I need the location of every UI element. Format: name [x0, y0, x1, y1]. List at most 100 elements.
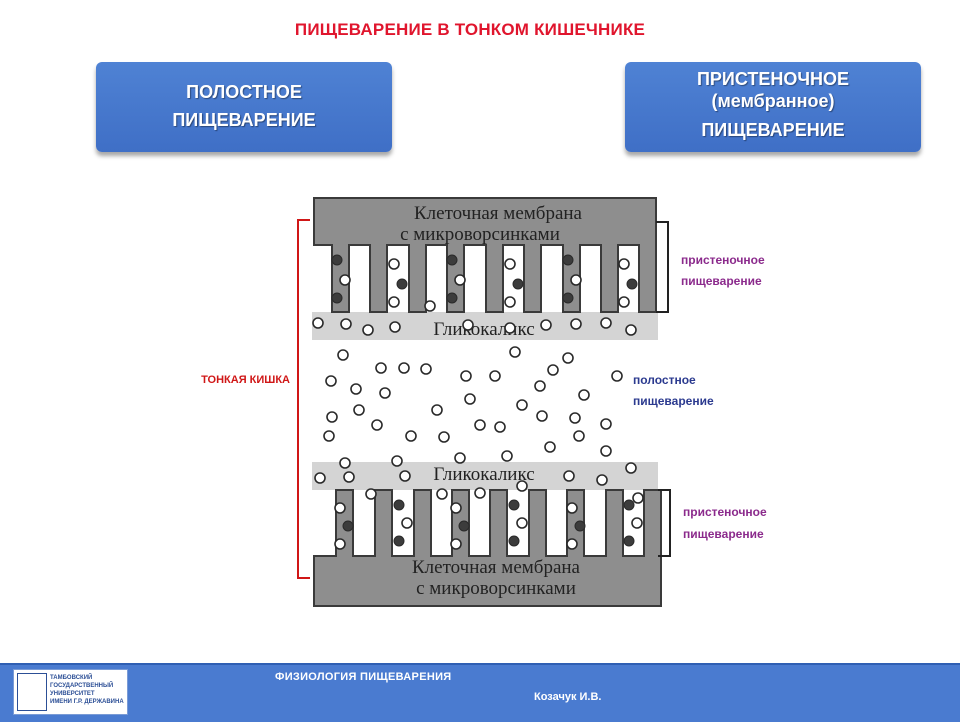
free-particle: [489, 370, 501, 382]
membrane-label-bottom-line1: Клеточная мембрана: [412, 557, 581, 578]
free-particle: [391, 455, 403, 467]
bound-particle: [626, 278, 638, 290]
slide-title: ПИЩЕВАРЕНИЕ В ТОНКОМ КИШЕЧНИКЕ: [294, 20, 646, 39]
free-particle: [570, 274, 582, 286]
parietal-box-line2: (мембранное): [711, 91, 835, 111]
parietal-bracket-bottom: [658, 489, 671, 557]
bound-particle: [508, 499, 520, 511]
free-particle: [326, 411, 338, 423]
free-particle: [343, 471, 355, 483]
free-particle: [424, 300, 436, 312]
free-particle: [420, 363, 432, 375]
free-particle: [534, 380, 546, 392]
parietal-label-bottom-line2: пищеварение: [683, 527, 764, 541]
nutrient-particles: [312, 254, 644, 550]
free-particle: [371, 419, 383, 431]
free-particle: [323, 430, 335, 442]
glycocalyx-label-bottom: Гликокаликс: [433, 464, 534, 485]
bound-particle: [393, 499, 405, 511]
free-particle: [334, 538, 346, 550]
glycocalyx-label-top: Гликокаликс: [433, 319, 534, 340]
free-particle: [631, 517, 643, 529]
bound-particle: [562, 292, 574, 304]
free-particle: [516, 480, 528, 492]
free-particle: [450, 538, 462, 550]
bound-particle: [446, 254, 458, 266]
free-particle: [450, 502, 462, 514]
free-particle: [474, 419, 486, 431]
bound-particle: [623, 499, 635, 511]
free-particle: [625, 462, 637, 474]
membrane-top: [313, 197, 657, 313]
free-particle: [618, 296, 630, 308]
free-particle: [438, 431, 450, 443]
free-particle: [464, 393, 476, 405]
bound-particle: [562, 254, 574, 266]
free-particle: [460, 370, 472, 382]
membrane-label-top-line1: Клеточная мембрана: [414, 203, 583, 224]
free-particle: [516, 399, 528, 411]
bound-particle: [508, 535, 520, 547]
free-particle: [600, 317, 612, 329]
free-particle: [365, 488, 377, 500]
bound-particle: [393, 535, 405, 547]
bound-particle: [342, 520, 354, 532]
free-particle: [566, 538, 578, 550]
free-particle: [562, 352, 574, 364]
membrane-bottom: [313, 489, 662, 607]
free-particle: [454, 452, 466, 464]
cavity-digestion-box: ПОЛОСТНОЕ ПИЩЕВАРЕНИЕ: [96, 62, 392, 152]
parietal-bracket-top: [656, 221, 669, 313]
free-particle: [401, 517, 413, 529]
free-particle: [474, 487, 486, 499]
bound-particle: [512, 278, 524, 290]
bound-particle: [458, 520, 470, 532]
free-particle: [600, 418, 612, 430]
bound-particle: [331, 292, 343, 304]
free-particle: [339, 274, 351, 286]
free-particle: [436, 488, 448, 500]
parietal-box-line1: ПРИСТЕНОЧНОЕ: [696, 69, 850, 89]
free-particle: [337, 349, 349, 361]
bound-particle: [574, 520, 586, 532]
bound-particle: [446, 292, 458, 304]
cavity-label-line2: пищеварение: [633, 394, 714, 408]
parietal-digestion-box: ПРИСТЕНОЧНОЕ (мембранное) ПИЩЕВАРЕНИЕ: [625, 62, 921, 152]
free-particle: [504, 322, 516, 334]
free-particle: [544, 441, 556, 453]
bound-particle: [331, 254, 343, 266]
free-particle: [618, 258, 630, 270]
cavity-box-line1: ПОЛОСТНОЕ: [186, 82, 302, 102]
free-particle: [600, 445, 612, 457]
free-particle: [312, 317, 324, 329]
free-particle: [547, 364, 559, 376]
free-particle: [388, 258, 400, 270]
free-particle: [339, 457, 351, 469]
bound-particle: [396, 278, 408, 290]
free-particle: [504, 258, 516, 270]
free-particle: [569, 412, 581, 424]
free-particle: [431, 404, 443, 416]
footer-author: Козачук И.В.: [534, 691, 602, 703]
free-particle: [536, 410, 548, 422]
free-particle: [578, 389, 590, 401]
parietal-box-line3: ПИЩЕВАРЕНИЕ: [701, 120, 845, 140]
free-particle: [389, 321, 401, 333]
intestine-bracket: [297, 219, 310, 579]
parietal-label-bottom-line1: пристеночное: [683, 505, 767, 519]
free-particle: [596, 474, 608, 486]
free-particle: [563, 470, 575, 482]
free-particle: [334, 502, 346, 514]
free-particle: [405, 430, 417, 442]
cavity-label-line1: полостное: [633, 373, 696, 387]
free-particle: [632, 492, 644, 504]
free-particle: [494, 421, 506, 433]
free-particle: [501, 450, 513, 462]
footer-bar: [0, 663, 960, 722]
university-emblem-icon: [17, 673, 47, 711]
free-particle: [379, 387, 391, 399]
bound-particle: [623, 535, 635, 547]
free-particle: [540, 319, 552, 331]
free-particle: [398, 362, 410, 374]
free-particle: [325, 375, 337, 387]
